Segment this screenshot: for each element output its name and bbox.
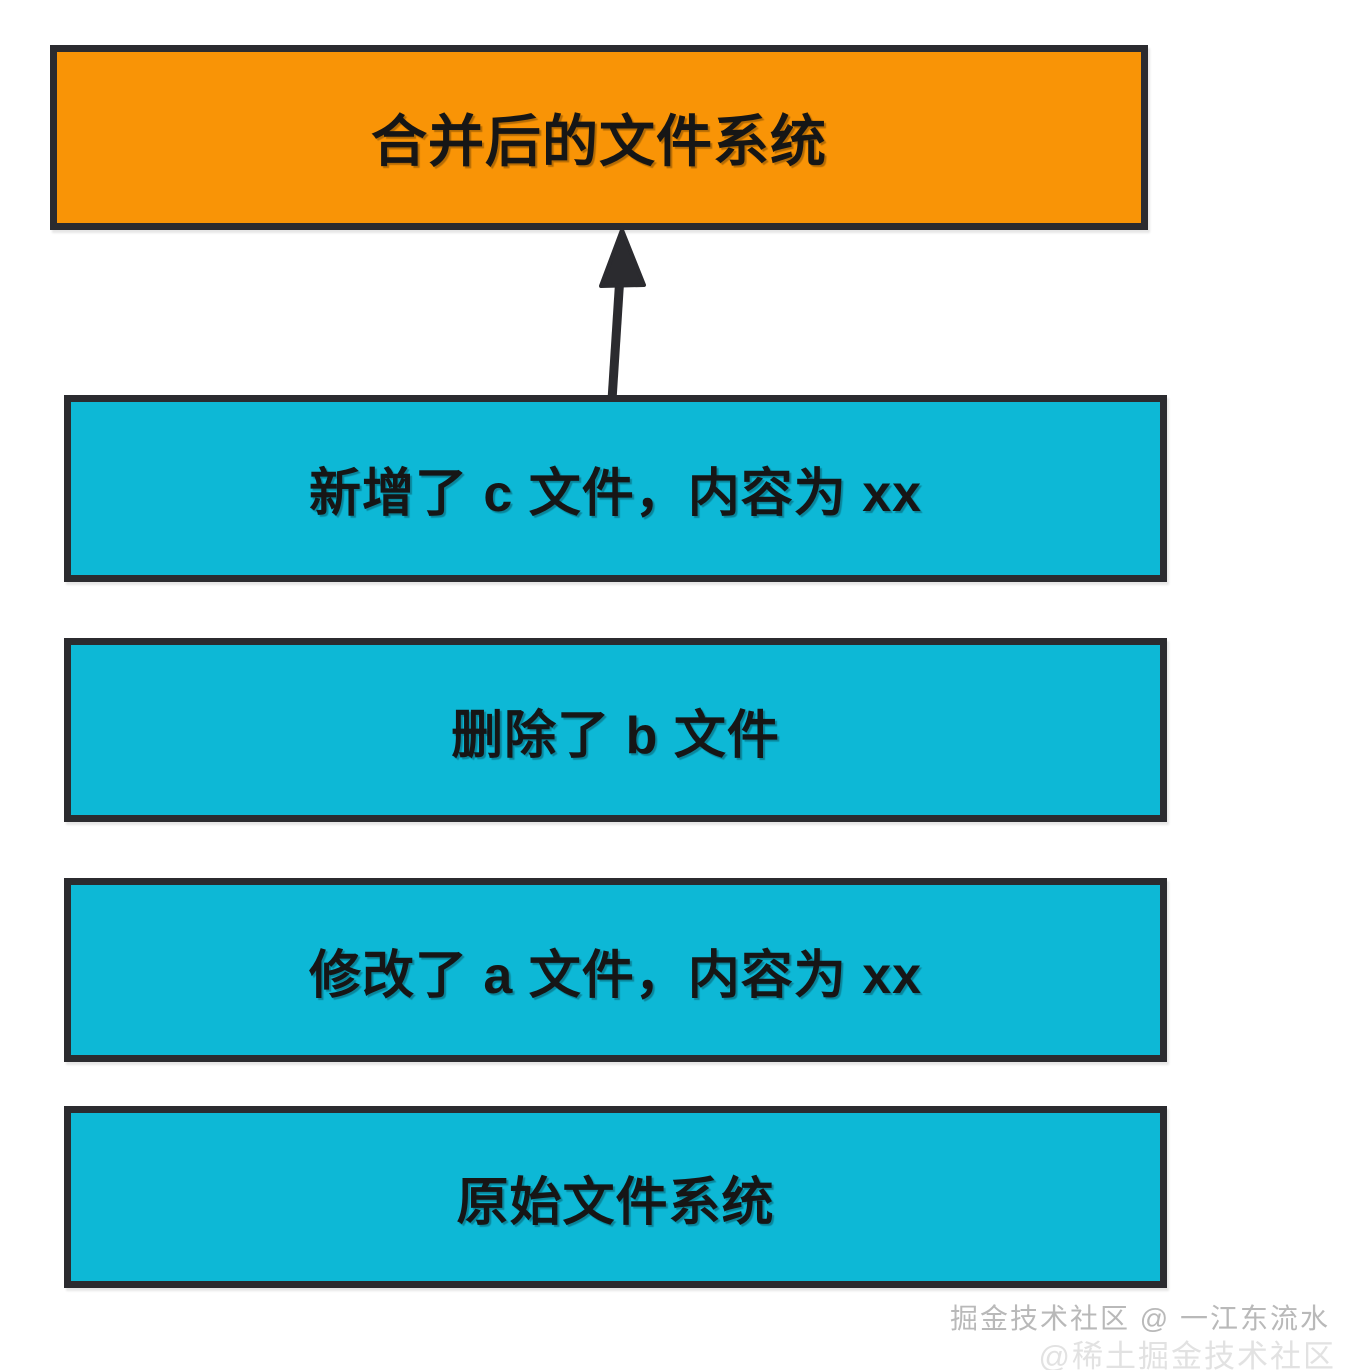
watermark-secondary: @稀土掘金技术社区 <box>1038 1339 1336 1370</box>
layer-label-deleted: 删除了 b 文件 <box>451 706 780 765</box>
layer-box-deleted: 删除了 b 文件 <box>64 638 1167 822</box>
watermark-primary: 掘金技术社区 @ 一江东流水 <box>950 1303 1330 1334</box>
layer-box-added: 新增了 c 文件，内容为 xx <box>64 395 1167 582</box>
layer-box-original: 原始文件系统 <box>64 1106 1167 1288</box>
merge-arrow-icon <box>599 228 646 401</box>
layer-label-modified: 修改了 a 文件，内容为 xx <box>308 946 923 1005</box>
layer-box-modified: 修改了 a 文件，内容为 xx <box>64 878 1167 1062</box>
layer-label-original: 原始文件系统 <box>456 1173 775 1232</box>
merged-filesystem-label: 合并后的文件系统 <box>371 110 827 173</box>
layer-label-added: 新增了 c 文件，内容为 xx <box>308 465 923 523</box>
merged-filesystem-box: 合并后的文件系统 <box>50 45 1148 230</box>
